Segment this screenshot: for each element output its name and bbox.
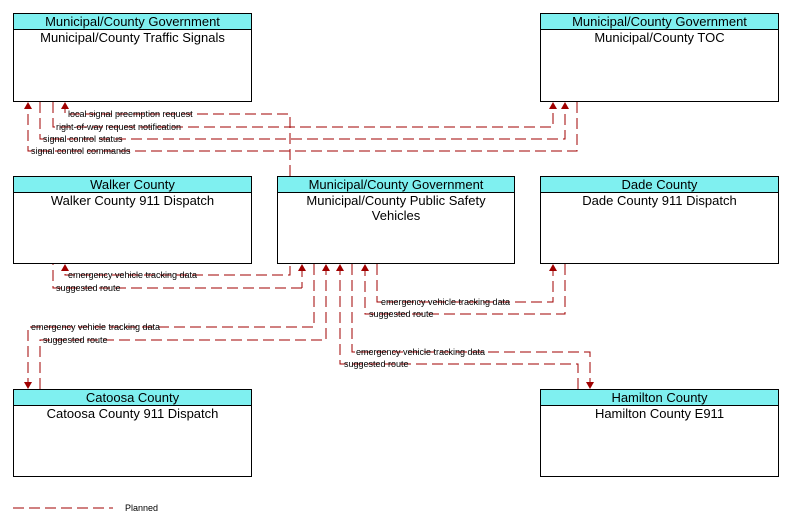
entity-psv: Municipal/County Government Municipal/Co… (277, 176, 515, 264)
flow-label: emergency vehicle tracking data (356, 347, 485, 357)
arrowhead (336, 264, 344, 271)
flow-suggested-route-hamilton (339, 266, 579, 389)
entity-name: Municipal/County Public Safety Vehicles (306, 193, 486, 223)
arrowhead (24, 102, 32, 109)
arrowhead (61, 102, 69, 109)
entity-walker: Walker County Walker County 911 Dispatch (13, 176, 252, 264)
entity-category: Catoosa County (14, 390, 251, 406)
flow-label: suggested route (43, 335, 108, 345)
flow-emergency-vehicle-tracking-data-walker (64, 266, 291, 276)
entity-name: Municipal/County TOC (594, 30, 725, 45)
entity-category: Dade County (541, 177, 778, 193)
flow-label: signal control status (43, 134, 123, 144)
flow-emergency-vehicle-tracking-data-dade (376, 264, 554, 303)
entity-category: Municipal/County Government (278, 177, 514, 193)
entity-toc: Municipal/County Government Municipal/Co… (540, 13, 779, 102)
arrowhead (361, 264, 369, 271)
arrowhead (322, 264, 330, 271)
arrowhead (561, 102, 569, 109)
arrowhead (24, 382, 32, 389)
entity-dade: Dade County Dade County 911 Dispatch (540, 176, 779, 264)
flow-emergency-vehicle-tracking-data-catoosa (27, 264, 315, 387)
entity-name: Hamilton County E911 (594, 406, 725, 421)
entity-hamilton: Hamilton County Hamilton County E911 (540, 389, 779, 477)
flow-label: emergency vehicle tracking data (68, 270, 197, 280)
entity-category: Municipal/County Government (541, 14, 778, 30)
entity-category: Walker County (14, 177, 251, 193)
entity-category: Hamilton County (541, 390, 778, 406)
entity-name: Walker County 911 Dispatch (50, 193, 215, 208)
flow-label: emergency vehicle tracking data (381, 297, 510, 307)
entity-catoosa: Catoosa County Catoosa County 911 Dispat… (13, 389, 252, 477)
entity-name: Catoosa County 911 Dispatch (46, 406, 219, 421)
flow-label: emergency vehicle tracking data (31, 322, 160, 332)
flow-label: suggested route (344, 359, 409, 369)
arrowhead (549, 264, 557, 271)
entity-category: Municipal/County Government (14, 14, 251, 30)
flow-right-of-way-request-notification (52, 102, 554, 128)
flow-signal-control-commands (27, 102, 578, 152)
entity-traffic-signals: Municipal/County Government Municipal/Co… (13, 13, 252, 102)
flow-suggested-route-catoosa (39, 266, 327, 389)
flow-label: local signal preemption request (68, 109, 193, 119)
flow-signal-control-status (39, 102, 566, 140)
flow-label: right-of-way request notification (56, 122, 181, 132)
flow-label: suggested route (369, 309, 434, 319)
entity-name: Municipal/County Traffic Signals (40, 30, 225, 45)
flow-label: suggested route (56, 283, 121, 293)
flow-suggested-route-walker (52, 264, 302, 289)
legend-planned-label: Planned (125, 503, 158, 513)
arrowhead (61, 264, 69, 271)
arrowhead (549, 102, 557, 109)
flow-emergency-vehicle-tracking-data-hamilton (351, 264, 591, 387)
entity-name: Dade County 911 Dispatch (582, 193, 737, 208)
flow-suggested-route-dade (364, 264, 566, 315)
flow-label: signal control commands (31, 146, 131, 156)
arrowhead (586, 382, 594, 389)
